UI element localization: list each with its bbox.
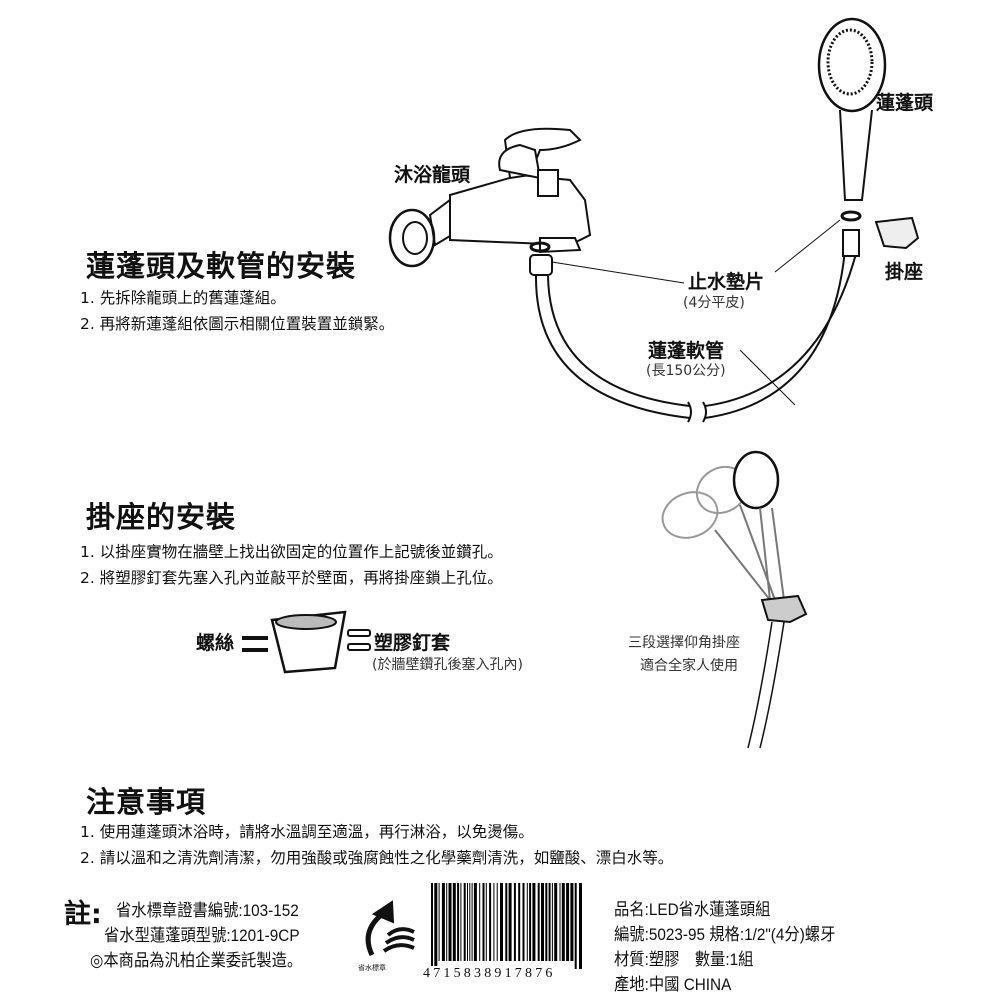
- label-faucet: 沐浴龍頭: [394, 164, 471, 186]
- barcode-bar: [463, 883, 466, 961]
- label-anchor: 塑膠釘套: [374, 632, 451, 654]
- label-anchor-note: (於牆壁鑽孔後塞入孔內): [372, 657, 523, 673]
- barcode-bar: [518, 883, 521, 961]
- barcode-digits: 4715838917876: [423, 966, 556, 982]
- washer-icon: [840, 210, 862, 222]
- barcode-bar: [548, 883, 551, 961]
- barcode-bar: [473, 883, 477, 961]
- faucet-drawing: [388, 127, 592, 268]
- barcode-bar: [561, 883, 565, 961]
- barcode-bar: [471, 883, 473, 961]
- section-title-holder: 掛座的安裝: [86, 500, 237, 534]
- barcode-bar: [452, 883, 456, 961]
- label-angle-line1: 三段選擇仰角掛座: [628, 635, 740, 651]
- barcode-bar: [485, 883, 487, 961]
- label-hose-note: (長150公分): [646, 363, 726, 379]
- barcode-bar: [467, 883, 468, 961]
- barcode-bar: [446, 883, 448, 961]
- barcode-bar: [532, 883, 536, 961]
- water-saving-logo: [365, 900, 415, 957]
- label-screw: 螺絲: [196, 632, 235, 654]
- barcode-bar: [508, 883, 512, 961]
- barcode-bar: [559, 883, 561, 961]
- product-origin: 產地:中國 CHINA: [614, 975, 732, 994]
- label-showerhead: 蓮蓬頭: [876, 92, 934, 114]
- barcode-bar: [434, 883, 438, 969]
- section-title-notes: 注意事項: [86, 785, 207, 819]
- label-washer-note: (4分平皮): [683, 295, 745, 311]
- barcode-bar: [479, 883, 481, 961]
- barcode-bar: [460, 883, 462, 961]
- barcode-bar: [441, 883, 445, 961]
- barcode-bar: [431, 883, 433, 969]
- holder-icon: [874, 216, 920, 250]
- note-2: 2. 請以溫和之清洗劑清潔，勿用強酸或強腐蝕性之化學藥劑清洗，如鹽酸、漂白水等。: [80, 849, 674, 867]
- barcode-bar: [554, 883, 558, 961]
- maker-note: ◎本商品為汎柏企業委託製造。: [90, 951, 303, 970]
- barcode-bar: [529, 883, 532, 961]
- barcode-bar: [500, 883, 503, 961]
- logo-text: 省水標章: [358, 964, 386, 972]
- install-step-2: 2. 再將新蓮蓬組依圖示相關位置裝置並鎖緊。: [80, 315, 395, 333]
- barcode: [431, 883, 582, 969]
- barcode-bar: [566, 883, 570, 961]
- model-number: 省水型蓮蓬頭型號:1201-9CP: [104, 926, 300, 945]
- label-angle-line2: 適合全家人使用: [640, 658, 738, 674]
- barcode-bar: [448, 883, 452, 961]
- label-washer: 止水墊片: [688, 271, 765, 293]
- barcode-bar: [537, 883, 540, 961]
- hose-drawing: [529, 229, 860, 423]
- label-holder: 掛座: [885, 261, 924, 283]
- label-hose: 蓮蓬軟管: [648, 340, 725, 362]
- holder-step-2: 2. 將塑膠釘套先塞入孔內並敲平於壁面，再將掛座鎖上孔位。: [80, 569, 503, 587]
- barcode-bar: [505, 883, 508, 961]
- holder-step-1: 1. 以掛座實物在牆壁上找出欲固定的位置作上記號後並鑽孔。: [80, 543, 503, 561]
- holder-screw-drawing: [242, 610, 371, 674]
- note-mark: 註:: [64, 899, 102, 930]
- note-1: 1. 使用蓮蓬頭沐浴時，請將水溫調至適溫，再行淋浴，以免燙傷。: [80, 823, 534, 841]
- barcode-bar: [526, 883, 528, 961]
- barcode-bar: [574, 883, 577, 969]
- product-material-qty: 材質:塑膠 數量:1組: [614, 950, 754, 969]
- barcode-bar: [545, 883, 548, 961]
- barcode-bar: [496, 883, 498, 961]
- barcode-bar: [570, 883, 574, 961]
- barcode-bar: [489, 883, 492, 961]
- barcode-bar: [513, 883, 516, 961]
- barcode-bar: [579, 883, 582, 969]
- barcode-bar: [541, 883, 544, 961]
- barcode-bar: [457, 883, 460, 961]
- barcode-bar: [469, 883, 471, 961]
- cert-number: 省水標章證書編號:103-152: [116, 901, 299, 920]
- angle-showerhead-drawing: [661, 450, 808, 749]
- product-name: 品名:LED省水蓮蓬頭組: [614, 900, 771, 919]
- washer-icon: [529, 241, 551, 253]
- barcode-bar: [438, 883, 440, 961]
- section-title-install: 蓮蓬頭及軟管的安裝: [86, 249, 357, 283]
- barcode-bar: [482, 883, 485, 961]
- barcode-bar: [551, 883, 553, 961]
- leader-lines: [551, 219, 841, 406]
- install-step-1: 1. 先拆除龍頭上的舊蓮蓬組。: [80, 289, 286, 307]
- barcode-bar: [522, 883, 525, 961]
- showerhead-drawing: [817, 17, 887, 201]
- barcode-bar: [493, 883, 495, 961]
- product-code-spec: 編號:5023-95 規格:1/2"(4分)螺牙: [614, 925, 836, 944]
